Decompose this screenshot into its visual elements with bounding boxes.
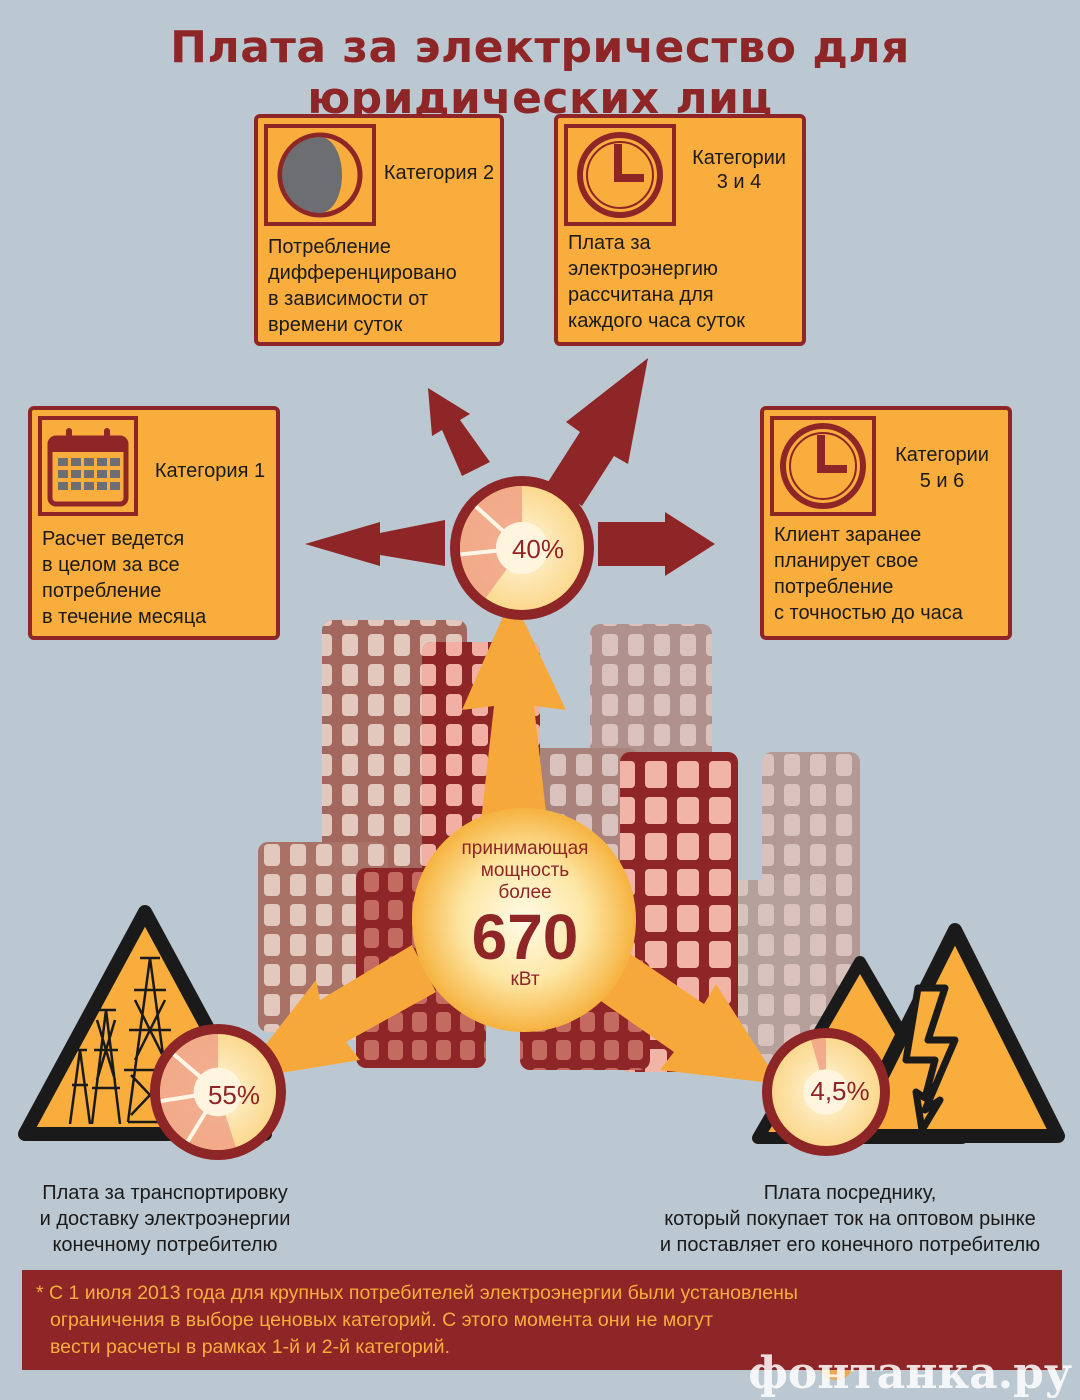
transport-caption: Плата за транспортировку и доставку элек… (10, 1180, 320, 1258)
desc-line: с точностью до часа (774, 602, 963, 624)
pie-55-percent (150, 1024, 286, 1160)
logo-text: фонтанка.ру (748, 1347, 1072, 1399)
desc-line: Расчет ведется (42, 528, 185, 550)
pie-40-percent (450, 476, 594, 620)
category-5-6-card: Категории 5 и 6 Клиент заранее планирует… (760, 406, 1012, 640)
category-5-6-label: Категории 5 и 6 (876, 442, 1008, 494)
pie-4-5-percent (762, 1028, 890, 1156)
desc-line: планирует свое (774, 550, 919, 572)
category-2-description: Потребление дифференцировано в зависимос… (268, 234, 457, 338)
caption-line: Плата посреднику, (763, 1182, 937, 1204)
footnote: * С 1 июля 2013 года для крупных потреби… (22, 1270, 1062, 1370)
category-5-6-description: Клиент заранее планирует свое потреблени… (774, 522, 963, 626)
note-line: вести расчеты в рамках 1-й и 2-й категор… (50, 1336, 450, 1358)
desc-line: в течение месяца (42, 606, 207, 628)
capacity-line: принимающая (461, 838, 589, 859)
desc-line: дифференцировано (268, 262, 457, 284)
clock-icon (780, 423, 866, 509)
category-1-label: Категория 1 (154, 460, 266, 482)
desc-line: рассчитана для (568, 284, 714, 306)
page-title: Плата за электричество для юридических л… (170, 22, 910, 124)
category-3-4-label: Категории 3 и 4 (676, 146, 802, 194)
pie-center (193, 1067, 243, 1117)
moon-phase-icon (277, 132, 363, 218)
category-3-4-description: Плата за электроэнергию рассчитана для к… (568, 230, 745, 334)
desc-line: Потребление (268, 236, 391, 258)
category-2-icon-box (264, 124, 376, 226)
flow-arrows (238, 596, 780, 1084)
capacity-unit: кВт (510, 969, 540, 990)
label-line: Категории (692, 147, 786, 169)
capacity-value: 670 (471, 901, 579, 973)
note-line: ограничения в выборе ценовых категорий. … (50, 1309, 713, 1331)
desc-line: потребление (774, 576, 894, 598)
share-4-5-label: 4,5% (810, 1076, 870, 1106)
capacity-line: более (498, 882, 552, 903)
logo: фонтанка.ру (748, 1346, 1072, 1400)
pie-slice (459, 485, 522, 599)
caption-line: и доставку электроэнергии (39, 1208, 291, 1230)
pie-center (495, 521, 549, 575)
calendar-icon (47, 428, 129, 507)
category-1-card: Категория 1 Расчет ведется в целом за вс… (28, 406, 280, 640)
desc-line: каждого часа суток (568, 310, 746, 332)
pylon-icon (68, 956, 176, 1125)
desc-line: в зависимости от (268, 288, 429, 310)
category-5-6-icon-box (770, 416, 876, 516)
note-line: * С 1 июля 2013 года для крупных потреби… (36, 1282, 798, 1304)
capacity-line: мощность (480, 860, 570, 881)
share-40-label: 40% (511, 534, 565, 564)
desc-line: времени суток (268, 314, 403, 336)
desc-line: Плата за (568, 232, 651, 254)
desc-line: Клиент заранее (774, 524, 922, 546)
share-55-label: 55% (207, 1080, 261, 1110)
label-line: Категории (895, 444, 989, 466)
intermediary-caption: Плата посреднику, который покупает ток н… (620, 1180, 1080, 1258)
capacity-text: принимающая мощность более 670 кВт (420, 838, 630, 990)
caption-line: который покупает ток на оптовом рынке (664, 1208, 1036, 1230)
pie-center (803, 1069, 849, 1115)
category-1-icon-box (38, 416, 138, 516)
desc-line: в целом за все (42, 554, 180, 576)
caption-line: и поставляет его конечного потребителю (659, 1234, 1041, 1256)
category-2-card: Категория 2 Потребление дифференцировано… (254, 114, 504, 346)
category-3-4-card: Категории 3 и 4 Плата за электроэнергию … (554, 114, 806, 346)
lightning-icon (902, 984, 959, 1134)
desc-line: электроэнергию (568, 258, 718, 280)
caption-line: конечному потребителю (52, 1234, 278, 1256)
label-line: 3 и 4 (716, 171, 762, 193)
category-1-description: Расчет ведется в целом за все потреблени… (42, 526, 206, 630)
category-arrows (305, 358, 715, 576)
desc-line: потребление (42, 580, 162, 602)
category-2-label: Категория 2 (383, 162, 495, 184)
label-line: 5 и 6 (919, 470, 965, 492)
clock-icon (577, 132, 663, 218)
category-3-4-icon-box (564, 124, 676, 226)
capacity-circle (412, 808, 636, 1032)
caption-line: Плата за транспортировку (42, 1182, 288, 1204)
